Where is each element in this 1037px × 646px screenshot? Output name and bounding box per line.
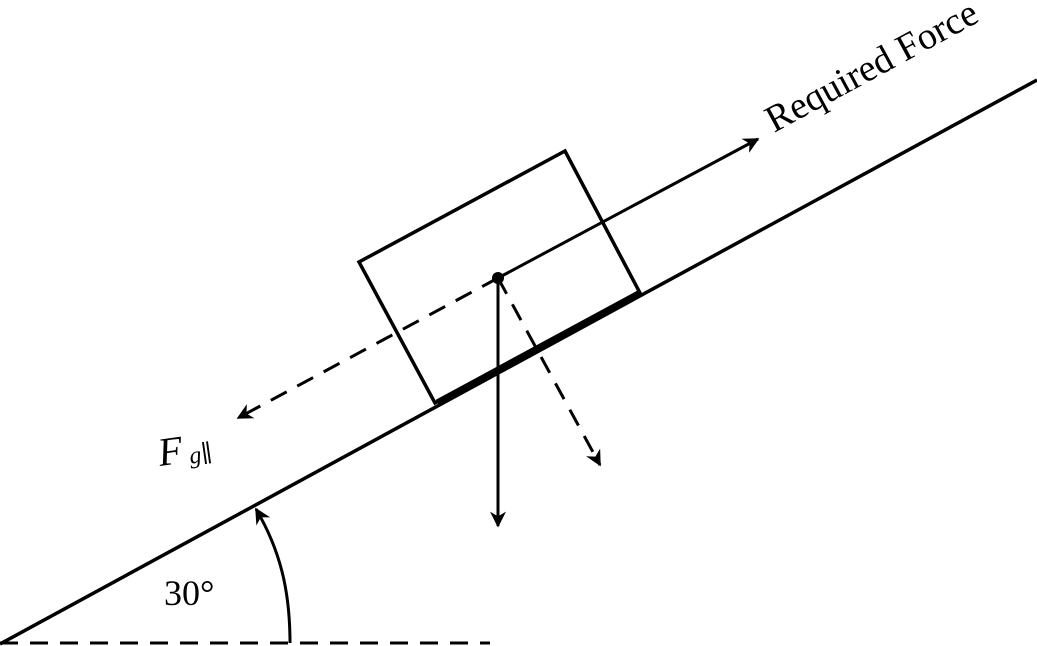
- fg-parallel-label-sub: g∥: [188, 441, 214, 470]
- fg-parallel-arrow: [236, 276, 499, 420]
- fg-parallel-label: F g∥: [154, 423, 214, 475]
- incline-surface: [0, 78, 1037, 646]
- fg-parallel-label-main: F: [154, 427, 186, 475]
- required-force-arrow: [497, 137, 760, 280]
- fg-perpendicular-arrow: [496, 277, 602, 467]
- required-force-label: Required Force: [758, 0, 985, 141]
- angle-arc: [254, 507, 292, 644]
- center-of-mass-dot: [492, 272, 504, 284]
- angle-label: 30°: [164, 573, 214, 613]
- block-contact-edge: [435, 289, 642, 405]
